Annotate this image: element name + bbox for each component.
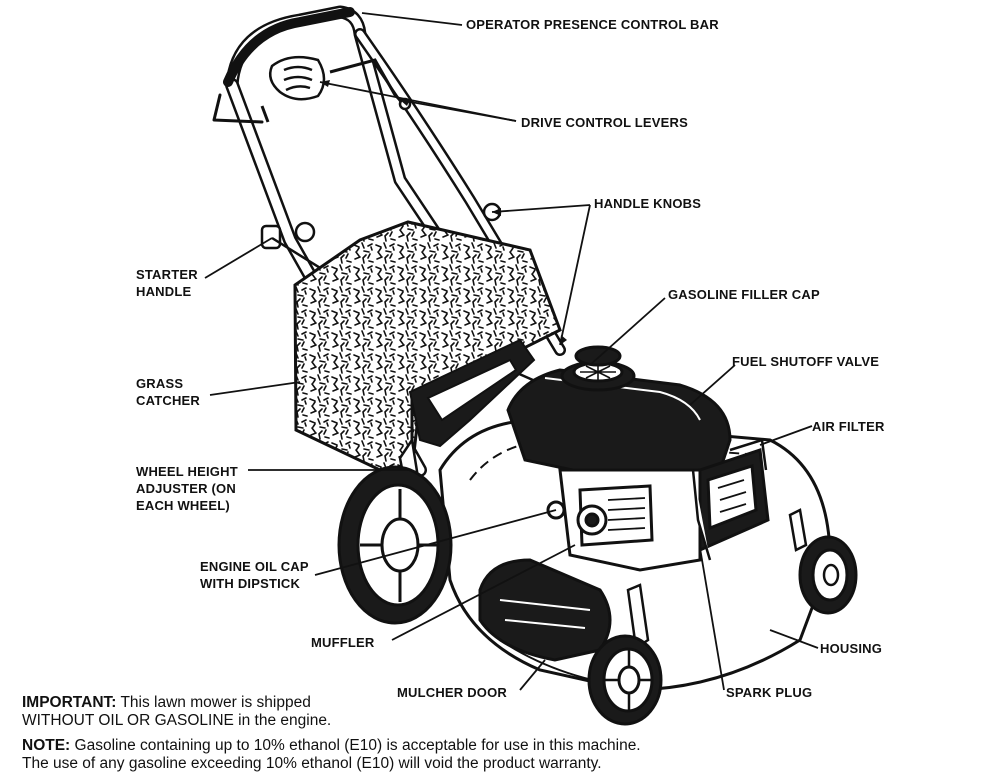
label-grass-catcher-2: CATCHER [136, 393, 200, 408]
important-label: IMPORTANT: [22, 694, 117, 711]
engine-block [506, 345, 770, 572]
label-engine-oil-cap-1: ENGINE OIL CAP [200, 559, 309, 574]
label-wheel-height-1: WHEEL HEIGHT [136, 464, 238, 479]
label-wheel-height-2: ADJUSTER (ON [136, 481, 236, 496]
label-engine-oil-cap-2: WITH DIPSTICK [200, 576, 301, 591]
label-drive-control-levers: DRIVE CONTROL LEVERS [521, 115, 689, 130]
rear-wheel [337, 465, 453, 625]
control-bar [223, 7, 355, 87]
important-text-1: This lawn mower is shipped [116, 694, 311, 711]
spark-plug-drawing [691, 469, 712, 561]
label-spark-plug: SPARK PLUG [726, 685, 813, 700]
drive-control-levers-drawing [260, 55, 412, 123]
mulcher-door-drawing [478, 558, 612, 662]
front-wheel [587, 634, 663, 726]
note-label: NOTE: [22, 737, 71, 754]
label-operator-presence-control-bar: OPERATOR PRESENCE CONTROL BAR [466, 17, 719, 32]
label-air-filter: AIR FILTER [812, 419, 885, 434]
important-note-line-2: WITHOUT OIL OR GASOLINE in the engine. [22, 712, 332, 729]
label-starter-handle-1: STARTER [136, 267, 198, 282]
label-handle-knobs: HANDLE KNOBS [594, 196, 702, 211]
label-grass-catcher-1: GRASS [136, 376, 184, 391]
leader-lines [204, 12, 819, 691]
note-line-1: NOTE: Gasoline containing up to 10% etha… [22, 736, 641, 755]
note-line-2: The use of any gasoline exceeding 10% et… [22, 755, 602, 772]
label-housing: HOUSING [820, 641, 883, 656]
label-starter-handle-2: HANDLE [136, 284, 192, 299]
label-muffler: MUFFLER [311, 635, 375, 650]
front-wheel-right [798, 535, 858, 615]
important-note-line-1: IMPORTANT: This lawn mower is shipped [22, 693, 311, 712]
label-mulcher-door: MULCHER DOOR [397, 685, 508, 700]
catcher-frame [408, 338, 536, 448]
label-wheel-height-3: EACH WHEEL) [136, 498, 230, 513]
leader-arrowheads [320, 80, 567, 345]
note-text-1: Gasoline containing up to 10% ethanol (E… [70, 737, 641, 754]
label-fuel-shutoff-valve: FUEL SHUTOFF VALVE [732, 354, 880, 369]
label-gasoline-filler-cap: GASOLINE FILLER CAP [668, 287, 820, 302]
